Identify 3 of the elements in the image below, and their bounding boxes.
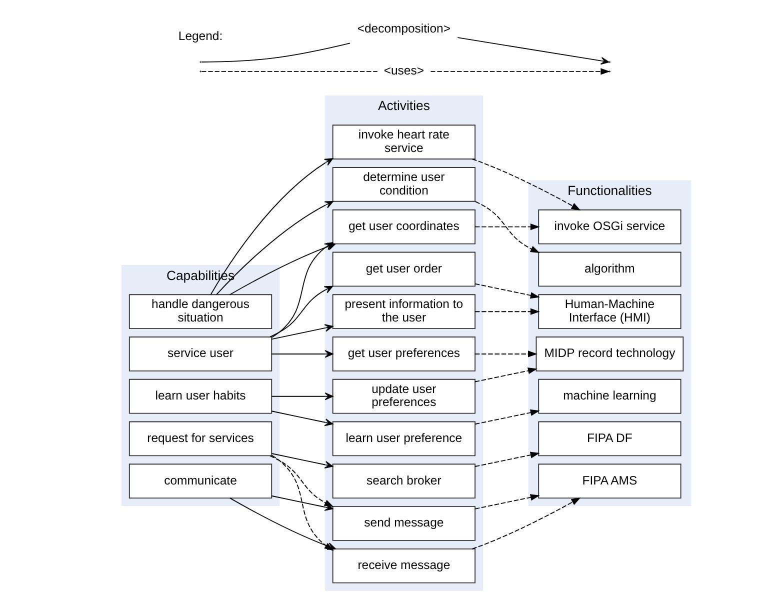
legend-label: <decomposition>: [357, 21, 451, 36]
legend-label: <uses>: [384, 64, 424, 78]
label: Legend:: [178, 28, 223, 43]
